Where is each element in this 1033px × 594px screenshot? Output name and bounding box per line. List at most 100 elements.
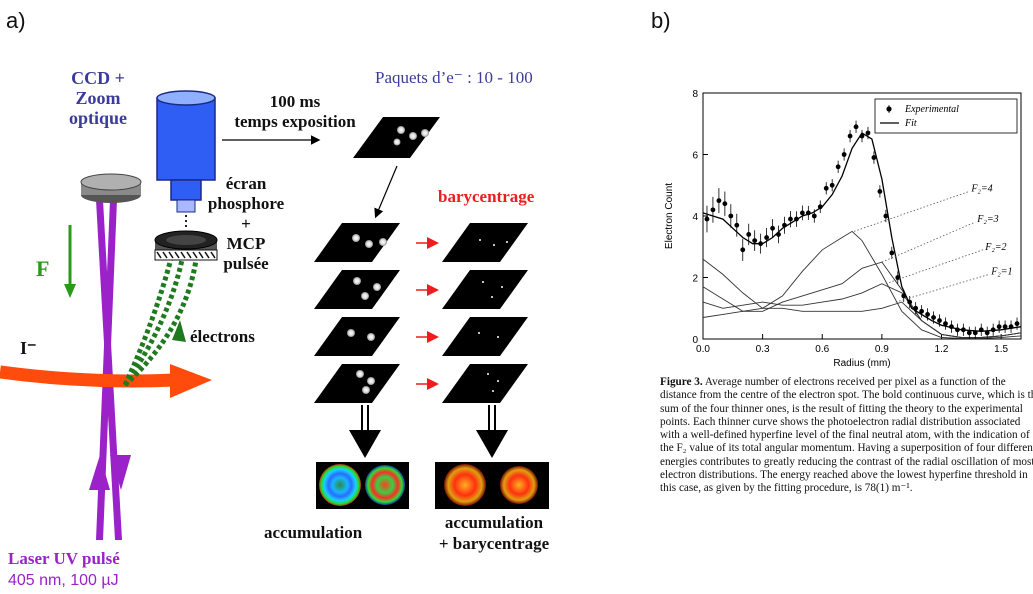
data-point	[752, 238, 758, 244]
accum-bary-line1: accumulation	[444, 513, 544, 532]
data-point	[817, 204, 823, 210]
data-point	[799, 210, 805, 216]
x-tick-label: 0.0	[696, 344, 710, 355]
ccd-label: CCD + Zoom optique	[68, 68, 128, 128]
accumulation-images	[316, 462, 549, 509]
top-frame	[353, 117, 440, 158]
frame-down-arrow	[374, 165, 398, 219]
laser-line2: 405 nm, 100 µJ	[8, 572, 119, 589]
x-tick-label: 0.6	[815, 344, 829, 355]
annotation-leader	[881, 221, 976, 263]
accum-bary-label: accumulation + barycentrage	[414, 512, 574, 554]
x-tick-label: 0.9	[875, 344, 889, 355]
data-point	[984, 330, 990, 336]
data-point	[853, 124, 859, 130]
data-point	[960, 327, 966, 333]
exposure-label: 100 ms temps exposition	[215, 92, 375, 132]
y-tick-label: 8	[692, 89, 698, 100]
x-tick-label: 1.2	[935, 344, 949, 355]
caption-title: Figure 3.	[660, 376, 703, 388]
data-point	[740, 247, 746, 253]
legend-label-experimental: Experimental	[904, 104, 959, 115]
data-point	[859, 133, 865, 139]
data-point	[919, 308, 925, 314]
plus-sign: +	[241, 214, 251, 233]
ion-label: I⁻	[20, 338, 37, 358]
data-point	[794, 216, 799, 222]
data-point	[996, 324, 1002, 330]
raw-frames	[314, 223, 400, 403]
screen-label: écran phosphore + MCP pulsée	[206, 174, 286, 274]
data-point	[841, 152, 847, 157]
screen-line2: phosphore	[207, 194, 285, 213]
panel-b-label: b)	[651, 8, 671, 33]
data-point	[746, 232, 752, 237]
exposure-line2: temps exposition	[234, 112, 356, 131]
figure-caption: Figure 3. Average number of electrons re…	[660, 376, 1033, 496]
data-point	[978, 327, 984, 333]
centroided-frames	[442, 223, 528, 403]
electron-trajectories	[122, 254, 199, 387]
annotation-label: F₂=2	[984, 242, 1006, 253]
component-curve	[702, 230, 1022, 339]
data-point	[931, 315, 936, 320]
panel-a-label: a)	[6, 8, 26, 33]
electrons-label: électrons	[190, 327, 255, 346]
data-point	[847, 133, 853, 139]
data-point	[835, 164, 841, 170]
component-curve	[702, 261, 1022, 338]
data-point	[889, 250, 895, 256]
ccd-label-line1: CCD +	[71, 68, 125, 88]
data-point	[788, 216, 793, 222]
data-point	[913, 305, 919, 311]
data-point	[865, 130, 871, 136]
data-point	[1014, 321, 1020, 327]
x-tick-label: 1.5	[994, 344, 1008, 355]
data-point	[770, 225, 775, 231]
ion-beam-arrow	[0, 364, 212, 398]
data-point	[937, 318, 942, 323]
annotation-label: F₂=3	[976, 214, 998, 225]
data-point	[805, 210, 811, 216]
data-point	[734, 222, 740, 228]
ccd-camera-icon	[156, 90, 216, 230]
ccd-label-line3: optique	[68, 108, 128, 128]
laser-down-arrowhead	[110, 455, 131, 490]
x-axis-label: Radius (mm)	[833, 358, 890, 369]
data-point	[955, 327, 960, 333]
data-point	[1008, 324, 1014, 330]
annotation-label: F₂=4	[970, 183, 992, 194]
data-point	[722, 201, 728, 207]
packets-label: Paquets d’e⁻ : 10 - 100	[375, 68, 533, 87]
laser-label: Laser UV pulsé 405 nm, 100 µJ	[8, 548, 120, 592]
component-curve	[702, 283, 1022, 338]
data-point	[883, 213, 889, 219]
legend-label-fit: Fit	[904, 118, 917, 129]
x-tick-label: 0.3	[756, 344, 770, 355]
data-point	[871, 155, 877, 160]
data-point	[877, 189, 883, 194]
data-point	[972, 330, 978, 336]
data-point	[829, 182, 835, 188]
data-point	[710, 207, 716, 213]
mcp-line2: pulsée	[223, 254, 269, 273]
data-point	[811, 213, 817, 219]
y-tick-label: 6	[692, 151, 698, 162]
caption-text: Average number of electrons received per…	[660, 376, 1033, 495]
data-point	[782, 222, 787, 228]
data-point	[764, 235, 769, 240]
accumulation-label: accumulation	[264, 523, 363, 542]
laser-up-arrowhead	[89, 455, 110, 490]
field-label: F	[36, 256, 50, 281]
y-tick-label: 4	[692, 212, 698, 223]
legend-box	[874, 98, 1018, 134]
y-tick-label: 0	[692, 335, 698, 346]
data-point	[907, 299, 913, 305]
mirror-icon	[80, 173, 142, 203]
data-point	[716, 198, 722, 204]
data-point	[758, 241, 764, 247]
y-axis-label: Electron Count	[664, 183, 675, 249]
data-point	[823, 185, 829, 191]
